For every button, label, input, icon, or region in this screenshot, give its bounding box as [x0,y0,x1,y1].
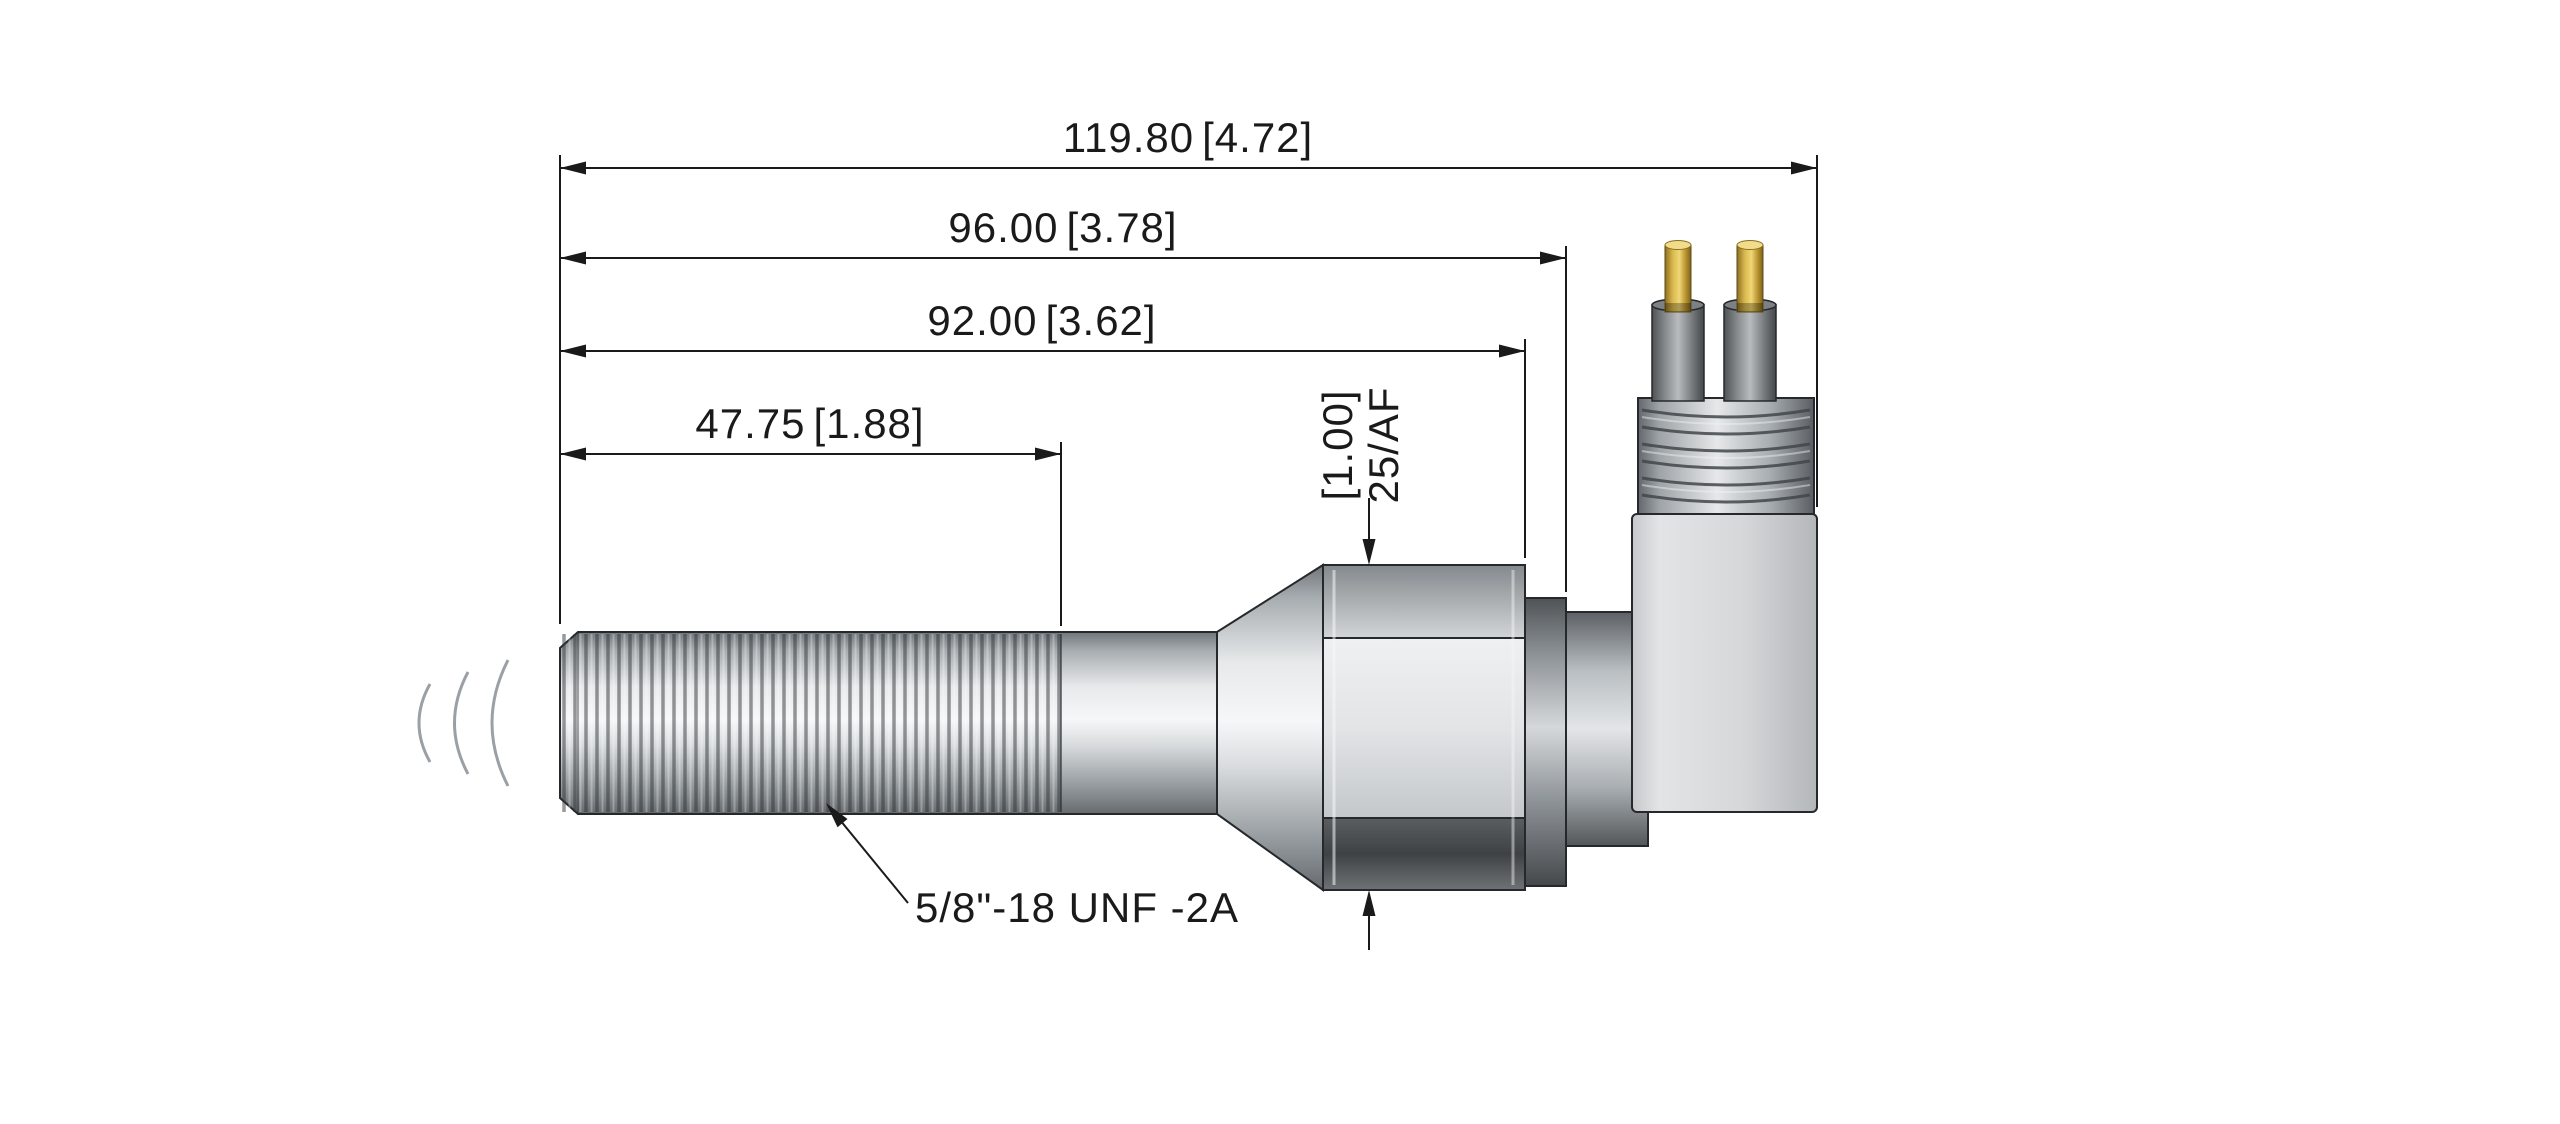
cable-posts [1651,298,1777,402]
rib-highlight [1641,484,1811,493]
pin-tip [1664,240,1692,250]
dim-overall-length: 119.80[4.72] [560,114,1817,175]
rib-line [1641,442,1811,453]
dim-thread-length: 47.75[1.88] [560,400,1061,461]
dim-hex-across-flats: [1.00] 25/AF [1314,386,1407,950]
thread-texture [562,634,1061,812]
pin-tip [1736,240,1764,250]
arrowhead-right-icon [1499,344,1525,358]
rib-highlight [1641,450,1811,459]
rib-line [1641,493,1811,504]
dim-overall-label: 119.80[4.72] [1063,114,1313,161]
hex-top-facet [1323,565,1525,638]
dim-thread-length-label: 47.75[1.88] [695,400,924,447]
arrowhead-down-icon [1362,539,1376,565]
wave-arc [453,671,470,775]
hex-mid-facet [1323,638,1525,818]
wave-arc [417,683,432,763]
arrowhead-left-icon [560,344,586,358]
thread-callout-label: 5/8"-18 UNF -2A [915,884,1239,931]
ribbed-nut [1637,397,1815,515]
hex-nut [1322,564,1526,891]
connector-body [1631,513,1818,813]
pin-base-shadow [1737,303,1763,312]
arrowhead-up-icon [1362,890,1376,916]
ribbed-nut-body [1637,397,1815,515]
dim-to-hex-face: 92.00[3.62] [560,297,1525,358]
rib-line [1641,476,1811,487]
dim-hex-af-label: 25/AF [1360,386,1407,503]
rib-line [1641,408,1811,419]
dim-96-label: 96.00[3.78] [948,204,1177,251]
rib-line [1641,459,1811,470]
arrowhead-left-icon [560,447,586,461]
cable-post [1723,304,1777,402]
rib-highlight [1641,416,1811,425]
hex-bottom-facet [1323,818,1525,890]
washer-ring [1524,597,1567,887]
sensor-part [417,240,1818,892]
cable-post [1651,304,1705,402]
arrowhead-right-icon [1035,447,1061,461]
contact-pins [1664,240,1764,313]
arrowhead-right-icon [1791,161,1817,175]
dimension-annotations: 119.80[4.72] 96.00[3.78] 92.00[3.62] 47.… [559,114,1818,950]
thread-callout: 5/8"-18 UNF -2A [826,803,1239,931]
arrowhead-right-icon [1540,251,1566,265]
dim-to-connector-face: 96.00[3.78] [560,204,1566,265]
dim-92-label: 92.00[3.62] [927,297,1156,344]
leader-arrowhead-icon [826,803,848,828]
pin-base-shadow [1665,303,1691,312]
leader-line [839,819,909,904]
contact-pin [1664,244,1692,313]
taper-cone [1216,563,1324,892]
wave-arc [490,659,510,787]
arrowhead-left-icon [560,161,586,175]
contact-pin [1736,244,1764,313]
dim-hex-in-label: [1.00] [1314,389,1361,500]
arrowhead-left-icon [560,251,586,265]
rib-line [1641,425,1811,436]
wave-arcs-icon [417,659,510,787]
